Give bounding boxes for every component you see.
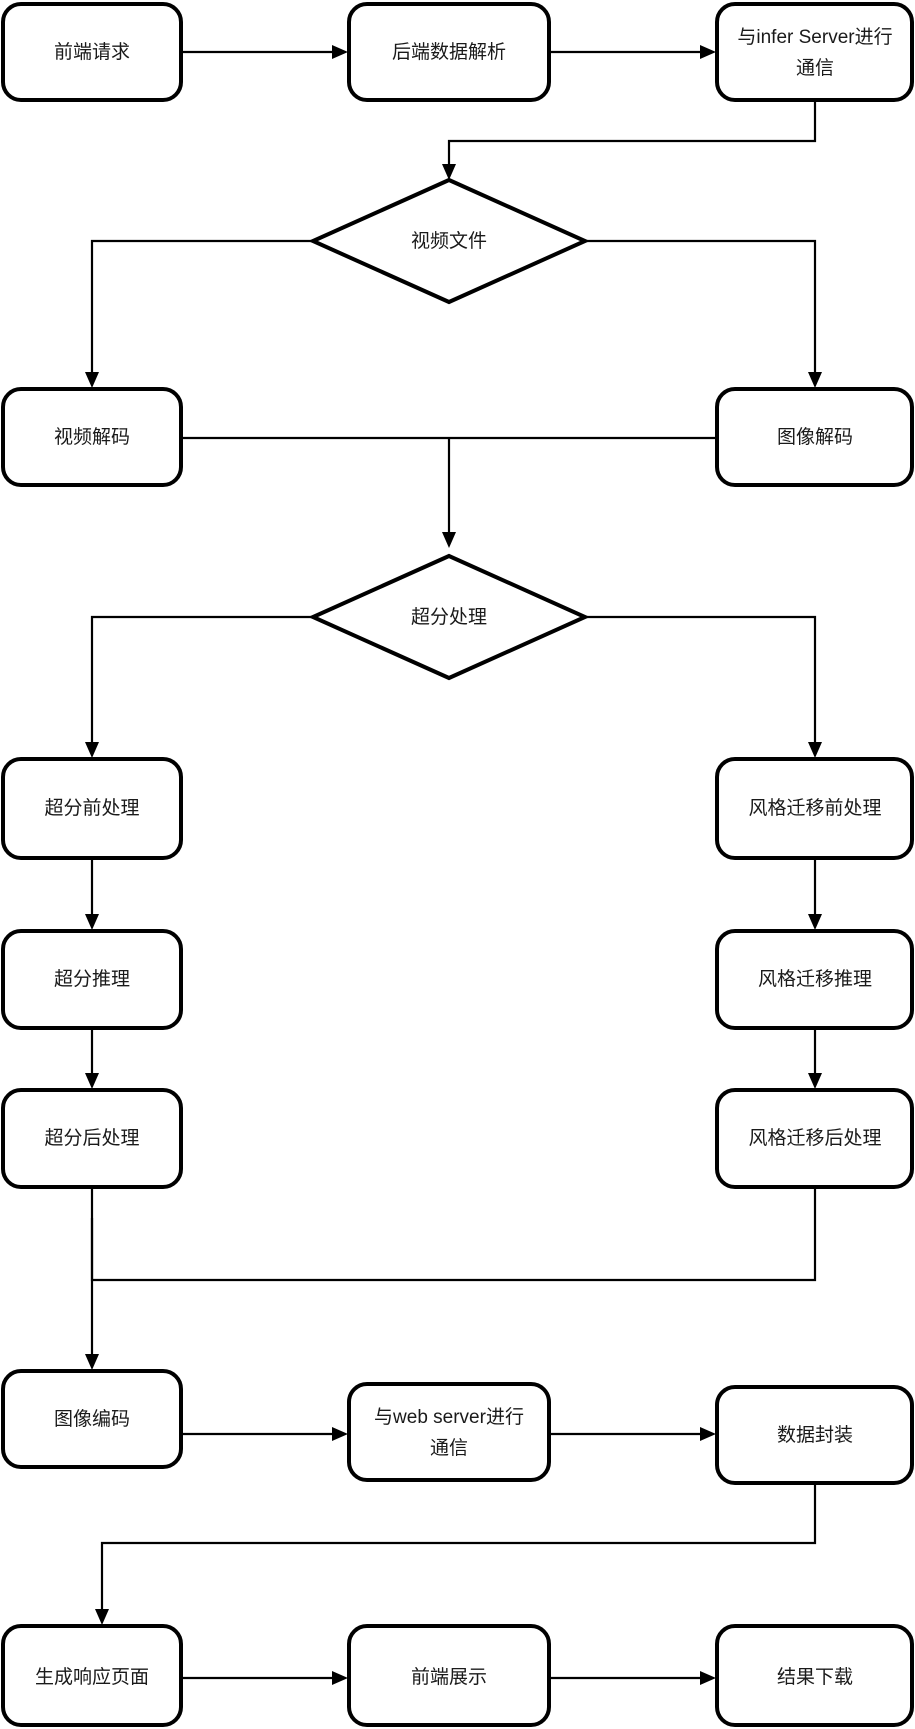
node-video-file-decision-shape[interactable]: [308, 177, 590, 305]
node-image-decode-label: 图像解码: [777, 426, 853, 448]
edge-response-page-to-frontend-display: [181, 1671, 348, 1685]
edge-superres-pre-to-superres-infer: [85, 858, 99, 930]
node-superres-decision-label: 超分处理: [411, 606, 487, 628]
node-video-file-decision-label: 视频文件: [411, 230, 487, 252]
node-superres-inference-shape[interactable]: [1, 929, 183, 1030]
edge-superres-decision-to-superres-pre: [85, 615, 313, 758]
node-data-package[interactable]: 数据封装: [715, 1385, 914, 1485]
node-video-decode-label: 视频解码: [54, 426, 130, 448]
node-image-encode-shape[interactable]: [1, 1369, 183, 1469]
node-frontend-request[interactable]: 前端请求: [1, 2, 183, 102]
node-image-encode-label: 图像编码: [54, 1408, 130, 1430]
node-style-transfer-inference-label: 风格迁移推理: [758, 968, 872, 990]
node-web-server-comm[interactable]: 与web server进行 通信: [347, 1382, 551, 1482]
edge-data-package-to-response-page: [95, 1483, 817, 1625]
node-superres-postprocess-label: 超分后处理: [44, 1127, 139, 1149]
edge-infer-server-to-video-file: [442, 101, 817, 180]
node-data-package-shape[interactable]: [715, 1385, 914, 1485]
node-web-server-comm-shape[interactable]: [347, 1382, 551, 1482]
edge-frontend-display-to-result-download: [549, 1671, 716, 1685]
node-image-decode-shape[interactable]: [715, 387, 914, 487]
node-backend-data-parse-label: 后端数据解析: [392, 41, 506, 63]
node-style-transfer-inference-shape[interactable]: [715, 929, 914, 1030]
node-data-package-label: 数据封装: [777, 1424, 853, 1446]
edge-layer: [85, 45, 822, 1685]
node-result-download-shape[interactable]: [715, 1624, 914, 1727]
node-superres-postprocess[interactable]: 超分后处理: [1, 1088, 183, 1189]
node-image-decode[interactable]: 图像解码: [715, 387, 914, 487]
node-superres-decision[interactable]: 超分处理: [308, 553, 590, 681]
node-style-transfer-postprocess-label: 风格迁移后处理: [748, 1127, 881, 1149]
node-superres-preprocess-shape[interactable]: [1, 757, 183, 860]
edge-style-pre-to-style-infer: [808, 858, 822, 930]
node-superres-preprocess[interactable]: 超分前处理: [1, 757, 183, 860]
node-style-transfer-preprocess-shape[interactable]: [715, 757, 914, 860]
node-video-decode-shape[interactable]: [1, 387, 183, 487]
node-video-file-decision[interactable]: 视频文件: [308, 177, 590, 305]
edge-video-file-to-video-decode: [85, 239, 313, 388]
edge-decode-merge-to-superres-decision: [181, 436, 717, 548]
node-frontend-request-shape[interactable]: [1, 2, 183, 102]
node-style-transfer-inference[interactable]: 风格迁移推理: [715, 929, 914, 1030]
node-superres-inference-label: 超分推理: [54, 968, 130, 990]
node-frontend-request-label: 前端请求: [54, 41, 130, 63]
node-style-transfer-preprocess-label: 风格迁移前处理: [748, 797, 881, 819]
node-frontend-display-label: 前端展示: [411, 1666, 487, 1688]
node-style-transfer-postprocess[interactable]: 风格迁移后处理: [715, 1088, 914, 1189]
node-infer-server-comm[interactable]: 与infer Server进行 通信: [715, 2, 914, 102]
node-image-encode[interactable]: 图像编码: [1, 1369, 183, 1469]
node-style-transfer-preprocess[interactable]: 风格迁移前处理: [715, 757, 914, 860]
node-video-decode[interactable]: 视频解码: [1, 387, 183, 487]
node-generate-response-page-label: 生成响应页面: [35, 1666, 149, 1688]
node-superres-postprocess-shape[interactable]: [1, 1088, 183, 1189]
edge-superres-decision-to-style-pre: [585, 615, 822, 758]
node-backend-data-parse-shape[interactable]: [347, 2, 551, 102]
node-generate-response-page-shape[interactable]: [1, 1624, 183, 1727]
node-result-download[interactable]: 结果下载: [715, 1624, 914, 1727]
edge-postprocess-merge-to-image-encode: [85, 1177, 817, 1370]
node-style-transfer-postprocess-shape[interactable]: [715, 1088, 914, 1189]
node-web-server-comm-label-line2: 通信: [430, 1437, 468, 1459]
edge-video-file-to-image-decode: [585, 239, 822, 388]
node-superres-decision-shape[interactable]: [308, 553, 590, 681]
node-infer-server-comm-label-line1: 与infer Server进行: [737, 26, 892, 48]
node-backend-data-parse[interactable]: 后端数据解析: [347, 2, 551, 102]
edge-frontend-request-to-backend-parse: [181, 45, 348, 59]
node-superres-preprocess-label: 超分前处理: [44, 797, 139, 819]
node-result-download-label: 结果下载: [777, 1666, 853, 1688]
node-web-server-comm-label-line1: 与web server进行: [374, 1406, 524, 1428]
node-superres-inference[interactable]: 超分推理: [1, 929, 183, 1030]
node-generate-response-page[interactable]: 生成响应页面: [1, 1624, 183, 1727]
edge-web-server-to-data-package: [549, 1427, 716, 1441]
node-infer-server-comm-shape[interactable]: [715, 2, 914, 102]
edge-backend-parse-to-infer-server: [549, 45, 716, 59]
node-frontend-display-shape[interactable]: [347, 1624, 551, 1727]
node-infer-server-comm-label-line2: 通信: [796, 57, 834, 79]
edge-image-encode-to-web-server: [181, 1427, 348, 1441]
node-frontend-display[interactable]: 前端展示: [347, 1624, 551, 1727]
